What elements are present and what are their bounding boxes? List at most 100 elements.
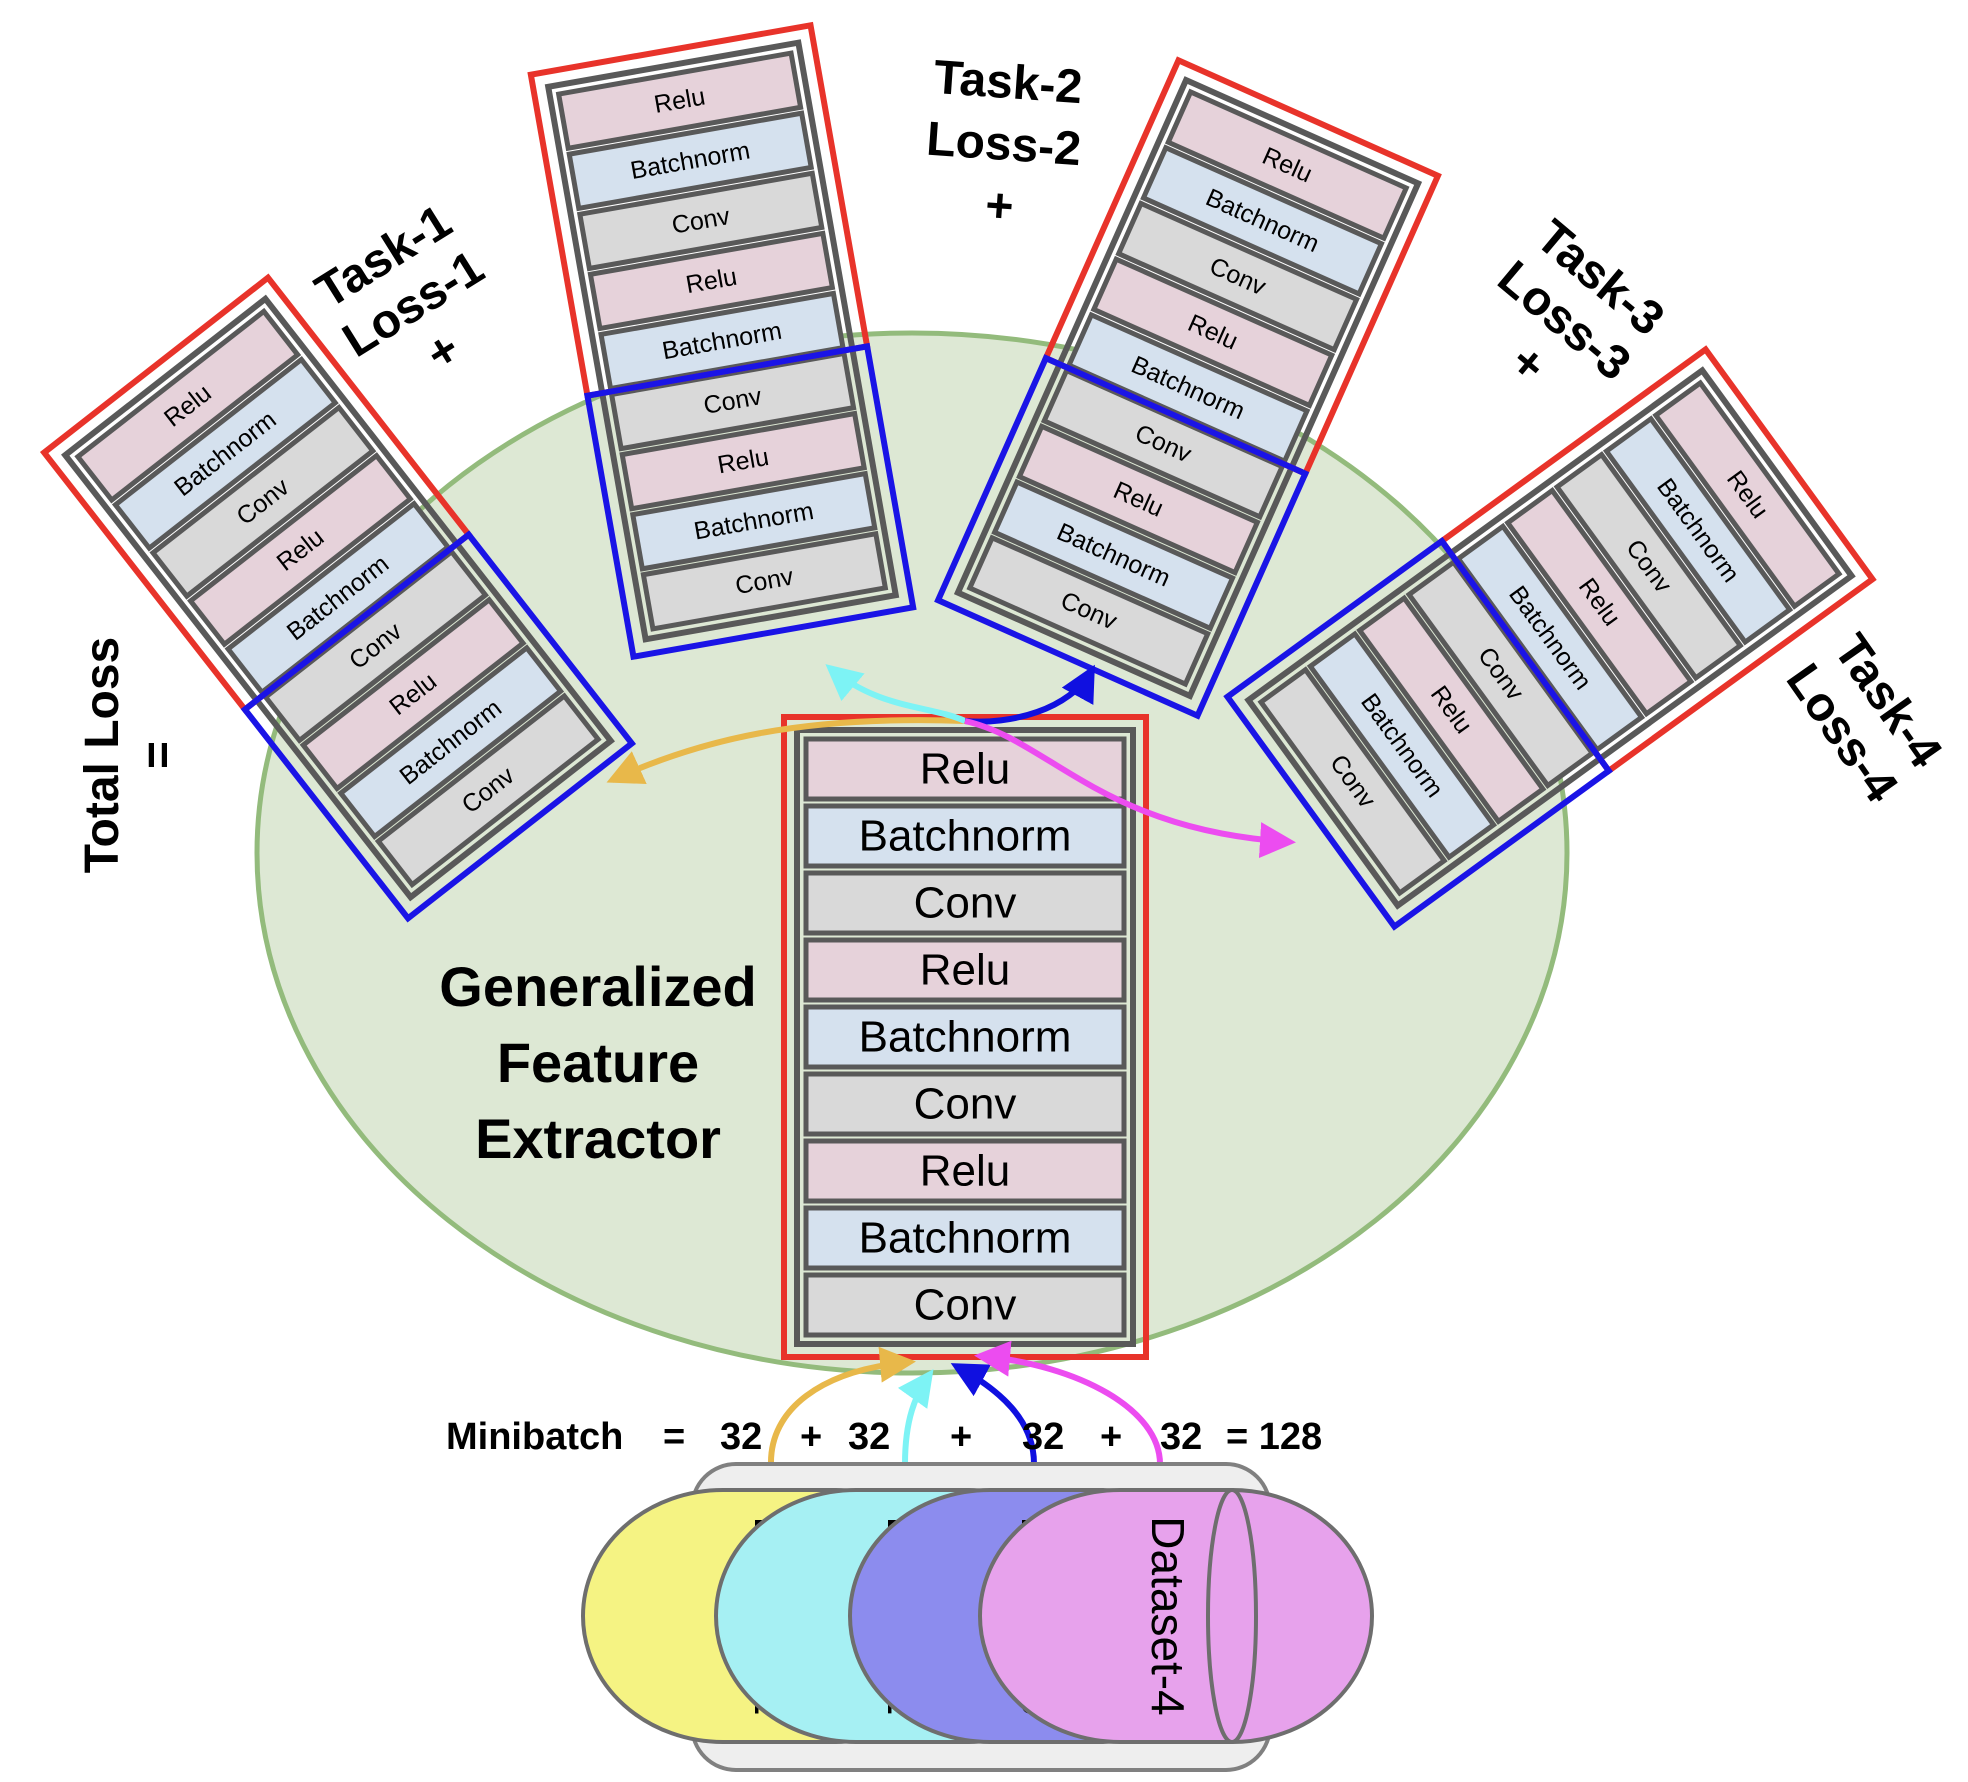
task2-layer-7-relu: Relu — [619, 410, 868, 512]
extractor-layer-7-box — [803, 1138, 1127, 1204]
task3-layer-3-box — [1115, 200, 1360, 353]
extractor-layer-2-label: Batchnorm — [859, 812, 1072, 861]
task4-loss-label: Task-4 Loss-4 — [1776, 625, 1952, 812]
task2-layer-8-batchnorm: Batchnorm — [629, 470, 878, 572]
task4-layer-7-relu: Relu — [1356, 594, 1547, 825]
task4-layer-2-box — [1602, 415, 1794, 646]
extractor-layer-7-label: Relu — [920, 1147, 1011, 1196]
task3-layer-6-conv: Conv — [1040, 367, 1286, 521]
feature-extractor-stack: ReluBatchnormConvReluBatchnormConvReluBa… — [781, 714, 1149, 1360]
task1-loss-line-3: + — [417, 322, 469, 382]
task2-layer-4-box — [587, 230, 836, 332]
extractor-layer-8-batchnorm: Batchnorm — [803, 1205, 1127, 1271]
task2-layer-1-box — [555, 50, 804, 152]
dataset-4-end-cap — [1206, 1488, 1258, 1744]
extractor-stack-frame — [794, 727, 1136, 1347]
task4-layer-9-conv: Conv — [1257, 666, 1448, 897]
task2-layer-3-conv: Conv — [576, 170, 825, 272]
extractor-layer-6-conv: Conv — [803, 1071, 1127, 1137]
arrow-from-dataset4 — [974, 1340, 1163, 1465]
task1-layer-1-box — [74, 307, 302, 504]
task4-layer-4-box — [1504, 487, 1695, 718]
task3-layer-7-box — [1016, 423, 1261, 576]
task4-layer-1-box — [1652, 379, 1843, 610]
minibatch-plus-1: + — [800, 1416, 822, 1458]
task2-layer-1-relu: Relu — [555, 50, 804, 152]
arrow-to-task4 — [964, 718, 1296, 859]
task1-layer-8-box — [337, 644, 565, 841]
extractor-layer-2-batchnorm: Batchnorm — [803, 803, 1127, 869]
extractor-shared-red-box — [781, 714, 1149, 1360]
arrow-to-task1 — [606, 717, 966, 784]
task3-layer-9-conv: Conv — [966, 534, 1212, 688]
task2-layer-4-relu: Relu — [587, 230, 836, 332]
task4-layer-8-box — [1306, 630, 1498, 861]
extractor-layer-3-conv: Conv — [803, 870, 1127, 936]
task3-layer-1-relu: Relu — [1164, 88, 1410, 242]
task1-layer-4-relu: Relu — [187, 452, 414, 648]
minibatch-total: = 128 — [1226, 1416, 1322, 1458]
task4-head: ReluBatchnormConvReluBatchnormConvReluBa… — [1223, 345, 1877, 931]
extractor-layer-3-box — [803, 870, 1127, 936]
extractor-layer-5-box — [803, 1004, 1127, 1070]
task3-loss-label: Task-3 Loss-3 + — [1488, 210, 1674, 394]
task2-layer-2-batchnorm: Batchnorm — [566, 110, 815, 212]
task3-layer-7-relu: Relu — [1016, 423, 1261, 576]
extractor-layer-9-label: Conv — [914, 1281, 1017, 1330]
task1-layer-2-box — [111, 355, 339, 552]
minibatch-part-1: 32 — [720, 1416, 762, 1458]
extractor-title-line-3: Extractor — [475, 1107, 721, 1170]
extractor-layer-6-label: Conv — [914, 1080, 1017, 1129]
task4-layer-7-box — [1356, 594, 1547, 825]
task1-layer-3-box — [149, 404, 377, 600]
minibatch-part-2: 32 — [848, 1416, 890, 1458]
task1-head: ReluBatchnormConvReluBatchnormConvReluBa… — [39, 273, 637, 923]
extractor-layer-8-box — [803, 1205, 1127, 1271]
minibatch-equals: = — [663, 1416, 685, 1458]
extractor-layer-7-relu: Relu — [803, 1138, 1127, 1204]
task2-head: ReluBatchnormConvReluBatchnormConvReluBa… — [527, 21, 917, 661]
arrow-to-task2 — [825, 664, 967, 724]
task2-shared-copy-blue-box — [583, 342, 917, 661]
arrow-to-task3 — [964, 664, 1095, 725]
extractor-layer-4-box — [803, 937, 1127, 1003]
extractor-layer-5-label: Batchnorm — [859, 1013, 1072, 1062]
task2-layer-9-conv: Conv — [640, 530, 889, 632]
total-loss-label: Total Loss = — [76, 637, 185, 873]
task3-stack-frame — [953, 76, 1423, 700]
task4-layer-3-conv: Conv — [1553, 451, 1744, 682]
task4-stack-frame — [1244, 366, 1856, 910]
task2-loss-line-1: Task-2 — [932, 51, 1084, 114]
task3-layer-9-box — [966, 534, 1212, 688]
task2-layer-9-box — [640, 530, 889, 632]
task4-layer-3-box — [1553, 451, 1744, 682]
task3-layer-4-relu: Relu — [1090, 255, 1336, 409]
extractor-layer-8-label: Batchnorm — [859, 1214, 1072, 1263]
minibatch-plus-2: + — [950, 1416, 972, 1458]
task1-layer-9-box — [374, 692, 602, 889]
task-heads: ReluBatchnormConvReluBatchnormConvReluBa… — [39, 21, 1877, 931]
task1-layer-4-box — [187, 452, 414, 648]
task3-head: ReluBatchnormConvReluBatchnormConvReluBa… — [934, 56, 1442, 720]
task3-loss-line-3: + — [1500, 335, 1556, 394]
task2-layer-3-box — [576, 170, 825, 272]
task1-loss-label: Task-1 Loss-1 + — [307, 195, 493, 382]
arrow-from-dataset1 — [767, 1346, 916, 1465]
extractor-layer-6-box — [803, 1071, 1127, 1137]
extractor-title-line-1: Generalized — [439, 955, 756, 1018]
task2-layer-8-box — [629, 470, 878, 572]
task1-layer-3-conv: Conv — [149, 404, 377, 600]
task3-shared-copy-blue-box — [934, 354, 1310, 720]
task2-loss-line-2: Loss-2 — [925, 113, 1083, 177]
extractor-layer-9-conv: Conv — [803, 1272, 1127, 1338]
total-loss-text: Total Loss — [76, 637, 129, 873]
extractor-layer-1-relu: Relu — [803, 736, 1127, 802]
extractor-layer-3-label: Conv — [914, 879, 1017, 928]
arrow-from-dataset3 — [950, 1363, 1037, 1465]
dataset-4-label: Dataset-4 — [1142, 1516, 1194, 1715]
task4-shared-copy-blue-box — [1223, 536, 1613, 931]
extractor-layer-2-box — [803, 803, 1127, 869]
task2-layer-5-batchnorm: Batchnorm — [598, 290, 846, 392]
task1-layer-1-relu: Relu — [74, 307, 302, 504]
